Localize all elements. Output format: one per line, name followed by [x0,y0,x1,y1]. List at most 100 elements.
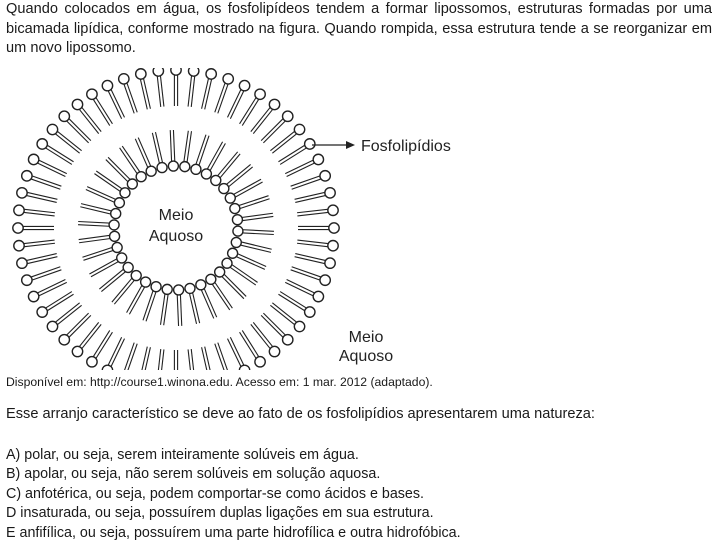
outer-phospholipid [284,278,325,303]
inner-phospholipid [229,195,270,215]
outer-phospholipid [58,110,92,144]
outer-phospholipid [214,342,228,370]
phospholipid-label: Fosfolipídios [361,138,451,155]
outer-phospholipid [16,253,58,270]
outer-phospholipid [296,204,339,217]
outer-phospholipid [296,239,339,252]
option-b[interactable]: B) apolar, ou seja, não serem solúveis e… [6,466,381,483]
inner-phospholipid [200,141,226,180]
inner-phospholipid [213,266,247,300]
inner-phospholipid [218,164,253,195]
inner-phospholipid [224,178,263,204]
inner-phospholipid [232,225,274,237]
outer-phospholipid [46,302,82,333]
outer-phospholipid [58,312,92,346]
inner-phospholipid [172,284,185,327]
outer-phospholipid [101,79,126,120]
inner-phospholipid [111,269,142,305]
outer-phospholipid [71,98,102,134]
outer-phospholipid [12,222,54,234]
inner-phospholipid [184,282,201,324]
inner-phospholipid [210,151,241,187]
inner-phospholipid [80,203,122,220]
outer-phospholipid [260,312,294,346]
outer-phospholipid [86,330,113,368]
outer-phospholipid [260,110,294,144]
outer-phospholipid [187,348,195,370]
outer-phospholipid [124,342,138,370]
inner-phospholipid [89,252,128,278]
outer-phospholipid [141,346,151,370]
outer-phospholipid [278,291,316,318]
inner-phospholipid [82,241,123,261]
option-d[interactable]: D insaturada, ou seja, possuírem duplas … [6,505,434,522]
liposome-diagram: Fosfolipídios Meio Aquoso Meio Aquoso [12,68,451,370]
inner-phospholipid [205,273,233,311]
outer-phospholipid [298,222,340,234]
inner-phospholipid [142,281,162,322]
inner-phospholipid [195,279,218,319]
outer-phospholipid [36,138,74,165]
outer-medium-label-line1: Meio [349,329,384,346]
inner-phospholipid [230,236,272,253]
inner-medium-label-line1: Meio [159,207,194,224]
outer-phospholipid [157,348,165,370]
outer-phospholipid [20,266,62,287]
inner-phospholipid [126,276,152,315]
outer-phospholipid [290,169,332,190]
outer-phospholipid [13,204,56,217]
outer-phospholipid [117,72,138,114]
inner-phospholipid [231,212,274,226]
outer-phospholipid [284,153,325,178]
outer-phospholipid [27,278,68,303]
outer-medium-label-line2: Aquoso [339,348,393,365]
outer-phospholipid [173,350,179,370]
inner-phospholipid [190,134,210,175]
inner-phospholipid [78,230,121,244]
inner-phospholipid [119,145,147,183]
inner-phospholipid [151,132,168,174]
option-c[interactable]: C) anfotérica, ou seja, podem comportar-… [6,485,424,502]
outer-phospholipid [27,153,68,178]
outer-phospholipid [278,138,316,165]
outer-phospholipid [201,68,218,110]
outer-phospholipid [239,88,266,126]
outer-phospholipid [250,98,281,134]
outer-phospholipid [13,239,56,252]
outer-phospholipid [36,291,74,318]
inner-medium-label-line2: Aquoso [149,228,203,245]
pointer-arrow-head [346,141,355,149]
outer-phospholipid [201,346,211,370]
outer-phospholipid [290,266,332,287]
answer-options: A) polar, ou seja, serem inteiramente so… [6,446,461,543]
outer-phospholipid [187,68,200,108]
outer-phospholipid [294,253,336,270]
liposome-figure: Fosfolipídios Meio Aquoso Meio Aquoso [0,68,520,370]
option-e[interactable]: E anfifílica, ou seja, possuírem uma par… [6,524,461,541]
outer-phospholipid [226,336,251,370]
question-text: Esse arranjo característico se deve ao f… [6,406,595,422]
inner-phospholipid-layer [78,129,274,327]
outer-phospholipid [101,336,126,370]
outer-phospholipid [71,322,102,358]
source-citation: Disponível em: http://course1.winona.edu… [6,375,433,389]
outer-phospholipid [270,123,306,154]
inner-phospholipid [94,170,131,199]
inner-phospholipid [159,283,173,326]
outer-phospholipid [16,186,58,203]
option-a[interactable]: A) polar, ou seja, serem inteiramente so… [6,447,359,463]
outer-phospholipid [250,322,281,358]
inner-phospholipid [221,257,258,286]
outer-phospholipid [152,68,165,108]
inner-phospholipid [99,261,134,292]
intro-paragraph: Quando colocados em água, os fosfolipíde… [6,1,712,56]
inner-phospholipid [78,219,120,231]
inner-phospholipid [226,247,267,270]
outer-phospholipid [239,330,266,368]
outer-phospholipid [20,169,62,190]
inner-phospholipid [179,130,193,173]
outer-phospholipid [226,79,251,120]
outer-phospholipid-layer [12,68,340,370]
outer-phospholipid [46,123,82,154]
inner-phospholipid [134,137,157,177]
